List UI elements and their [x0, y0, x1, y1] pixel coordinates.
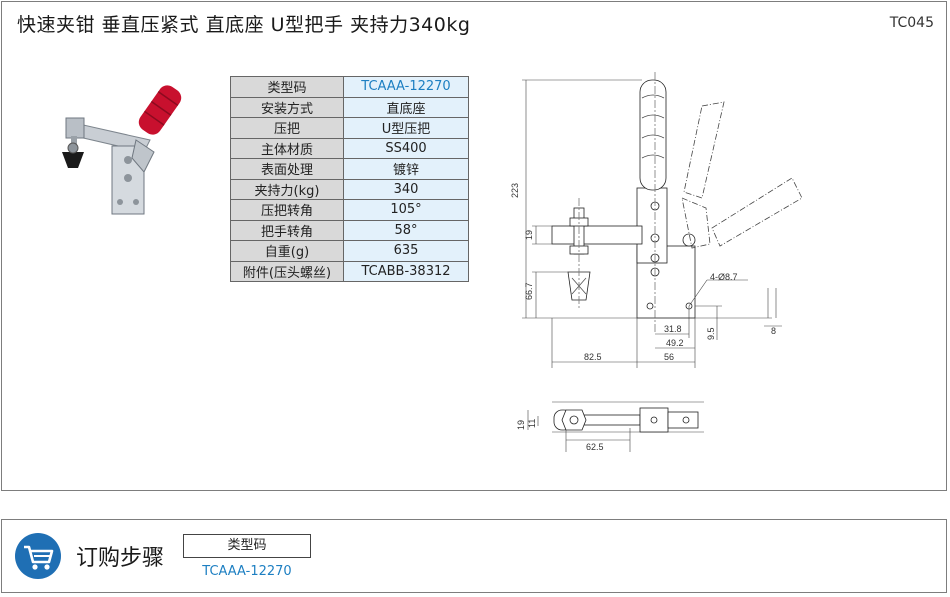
spec-table: 类型码 TCAAA-12270 安装方式 直底座 压把 U型压把 主体材质 SS…: [230, 76, 469, 282]
spec-key: 表面处理: [230, 158, 344, 180]
page-title: 快速夹钳 垂直压紧式 直底座 U型把手 夹持力340kg: [17, 14, 471, 36]
spec-key: 压把转角: [230, 199, 344, 221]
table-row: 自重(g) 635: [230, 240, 469, 262]
table-row: 表面处理 镀锌: [230, 158, 469, 180]
spec-key: 自重(g): [230, 240, 344, 262]
spec-value: SS400: [343, 137, 469, 159]
dim-223: 223: [510, 183, 520, 198]
spec-value: 直底座: [343, 96, 469, 118]
dim-19-top: 19: [516, 420, 526, 430]
spec-key: 夹持力(kg): [230, 178, 344, 200]
table-row: 类型码 TCAAA-12270: [230, 76, 469, 98]
dim-19: 19: [524, 230, 534, 240]
spec-value: 340: [343, 178, 469, 200]
spec-value: 635: [343, 240, 469, 262]
dim-49-2: 49.2: [666, 338, 684, 348]
order-title: 订购步骤: [76, 546, 165, 571]
type-code-header: 类型码: [183, 534, 311, 558]
dim-66-7: 66.7: [524, 282, 534, 300]
spec-key: 安装方式: [230, 96, 344, 118]
spec-value: 镀锌: [343, 158, 469, 180]
spec-value: TCABB-38312: [343, 260, 469, 282]
order-panel: 订购步骤 类型码 TCAAA-12270: [1, 519, 947, 593]
product-panel: 快速夹钳 垂直压紧式 直底座 U型把手 夹持力340kg TC045 类型码 T…: [1, 1, 947, 491]
dim-62-5: 62.5: [586, 442, 604, 452]
table-row: 压把转角 105°: [230, 199, 469, 221]
spec-key: 把手转角: [230, 219, 344, 241]
dim-hole: 4-Ø8.7: [710, 272, 738, 282]
dim-9-5: 9.5: [706, 327, 716, 340]
spec-key: 附件(压头螺丝): [230, 260, 344, 282]
table-row: 主体材质 SS400: [230, 137, 469, 159]
dim-11: 11: [527, 419, 537, 428]
spec-value: U型压把: [343, 117, 469, 139]
dim-8: 8: [771, 326, 776, 336]
spec-key: 压把: [230, 117, 344, 139]
table-row: 附件(压头螺丝) TCABB-38312: [230, 260, 469, 282]
table-row: 把手转角 58°: [230, 219, 469, 241]
type-code-link[interactable]: TCAAA-12270: [202, 564, 292, 579]
spec-value: 105°: [343, 199, 469, 221]
table-row: 安装方式 直底座: [230, 96, 469, 118]
dim-56: 56: [664, 352, 674, 362]
product-photo: [62, 85, 182, 215]
spec-key: 主体材质: [230, 137, 344, 159]
cart-icon: [15, 533, 61, 579]
product-code: TC045: [889, 15, 934, 31]
spec-value: 58°: [343, 219, 469, 241]
dim-82-5: 82.5: [584, 352, 602, 362]
table-row: 压把 U型压把: [230, 117, 469, 139]
spec-key: 类型码: [230, 76, 344, 98]
spec-value-link[interactable]: TCAAA-12270: [343, 76, 469, 98]
technical-drawing: 223 19 66.7 4-Ø8.7 31.8 49.2 9.5 82.5 56…: [510, 72, 803, 452]
table-row: 夹持力(kg) 340: [230, 178, 469, 200]
dim-31-8: 31.8: [664, 324, 682, 334]
